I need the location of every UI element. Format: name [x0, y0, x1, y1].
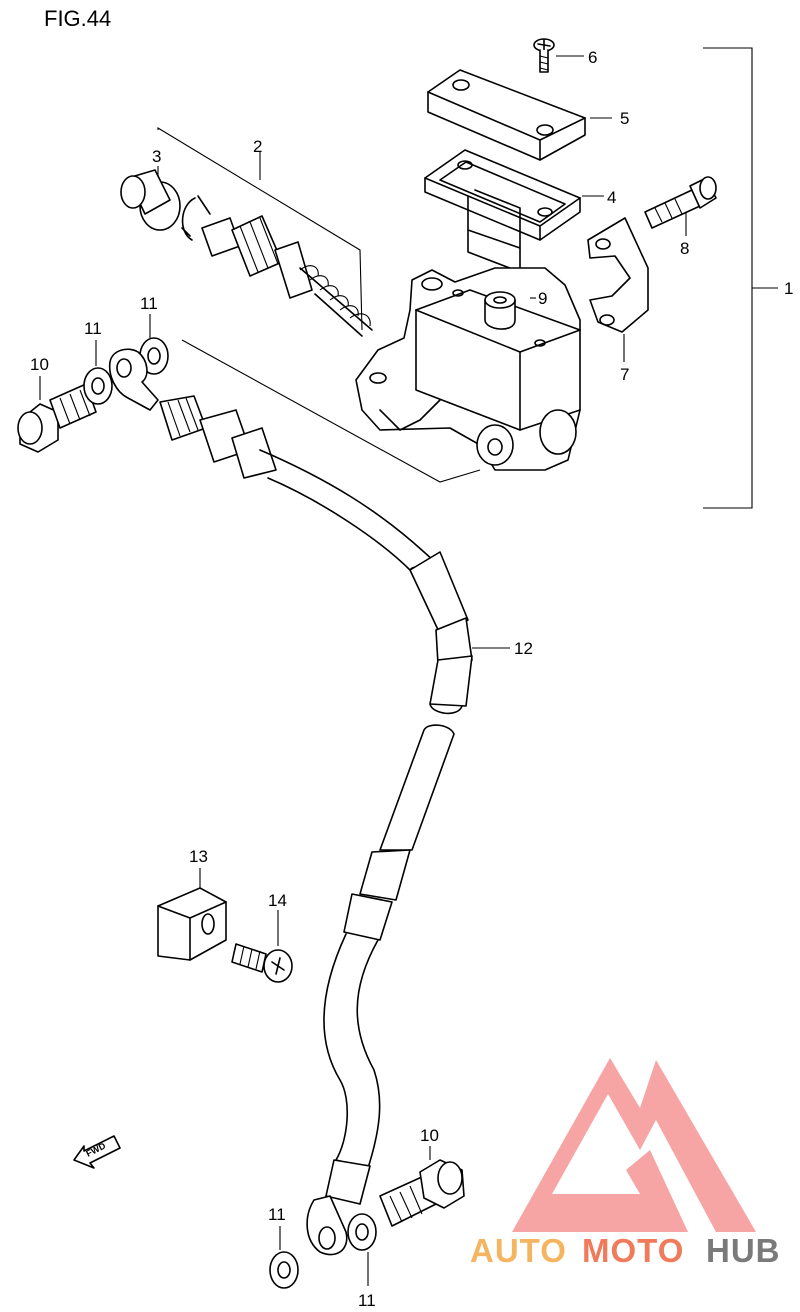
clamp-screw [231, 910, 293, 983]
watermark-word-moto: MOTO [582, 1232, 684, 1269]
sealing-washer-upper-a [83, 340, 113, 405]
watermark-text: AUTO MOTO HUB [470, 1232, 781, 1269]
callout-labels: 1 2 3 4 5 6 7 8 9 10 11 11 12 13 14 10 1… [30, 48, 793, 1310]
callout-2: 2 [253, 137, 262, 156]
sealing-washer-lower-b [347, 1213, 377, 1286]
callout-7: 7 [620, 365, 629, 384]
callout-4: 4 [607, 188, 616, 207]
watermark-logo [512, 1058, 756, 1232]
callout-10-lower: 10 [420, 1126, 439, 1145]
callout-1: 1 [784, 279, 793, 298]
banjo-bolt-upper [17, 376, 97, 453]
watermark-word-hub: HUB [706, 1232, 781, 1269]
callout-6: 6 [588, 48, 597, 67]
assembly-bracket [703, 47, 778, 509]
callout-9: 9 [538, 289, 547, 308]
callout-11-lower-b: 11 [358, 1291, 376, 1310]
banjo-bolt-lower [379, 1146, 465, 1227]
callout-14: 14 [268, 891, 287, 910]
assembly-guide-line [181, 339, 481, 483]
callout-10-upper: 10 [30, 355, 49, 374]
callout-8: 8 [680, 239, 689, 258]
figure-title: FIG.44 [44, 6, 111, 31]
reservoir-cap [427, 69, 612, 161]
callout-11-lower-a: 11 [268, 1205, 286, 1224]
handlebar-clamp [587, 217, 649, 362]
reservoir-diaphragm [424, 149, 604, 273]
callout-5: 5 [620, 109, 629, 128]
callout-12: 12 [514, 639, 533, 658]
master-cylinder-body [355, 267, 581, 471]
watermark-triangle-icon [512, 1058, 756, 1232]
forward-direction-arrow: FWD [73, 1135, 121, 1169]
callout-11-upper-a: 11 [84, 319, 102, 338]
reservoir-cap-screw [533, 38, 584, 73]
brake-hose [108, 348, 510, 1256]
clamp-bolt [644, 176, 717, 236]
callout-13: 13 [189, 847, 208, 866]
piston-kit-bracket [157, 127, 363, 331]
hose-clamp [157, 868, 227, 961]
callout-3: 3 [152, 147, 161, 166]
piston-kit [181, 195, 373, 337]
piston-boot [120, 166, 181, 231]
watermark-word-auto: AUTO [470, 1232, 567, 1269]
sealing-washer-lower-a [269, 1226, 299, 1289]
callout-11-upper-b: 11 [140, 294, 158, 313]
